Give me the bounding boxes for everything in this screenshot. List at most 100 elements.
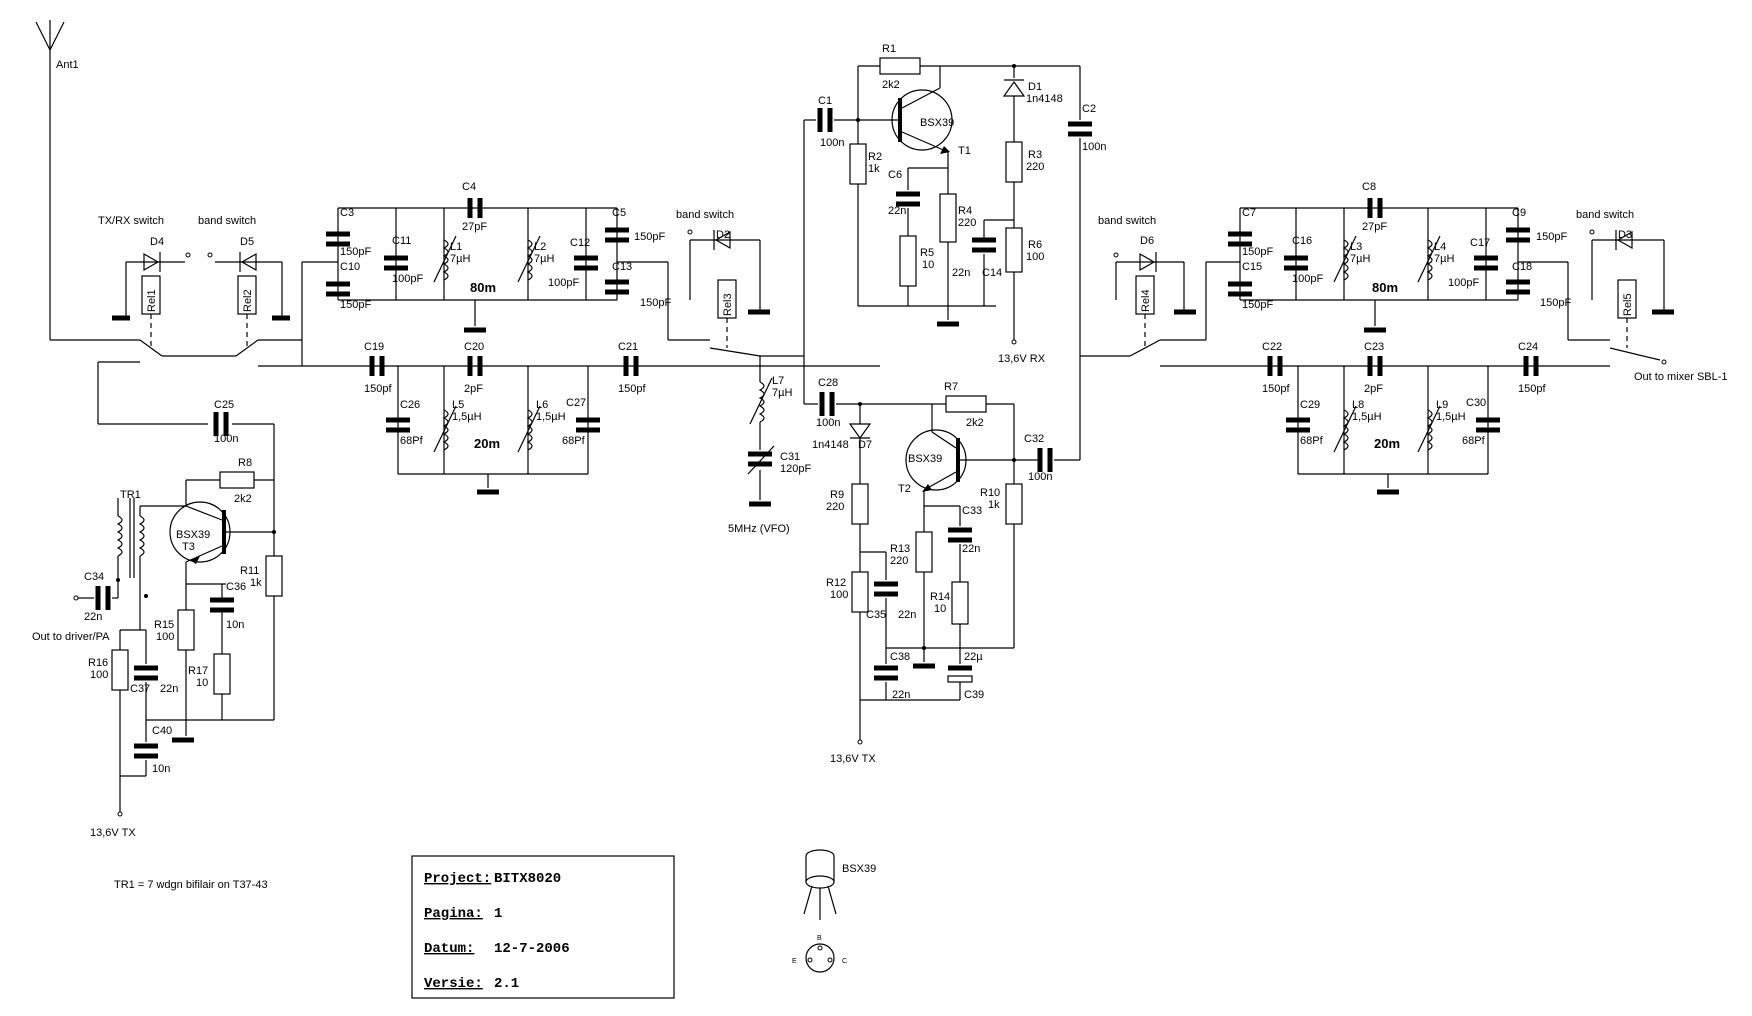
label-l2: L2: [534, 241, 546, 253]
value-c26: 68Pf: [400, 435, 424, 447]
label-supply-rx: 13,6V RX: [998, 353, 1046, 365]
label-out-driver: Out to driver/PA: [32, 631, 110, 643]
value-c20: 2pF: [464, 383, 483, 395]
value-r13: 220: [890, 555, 908, 567]
label-r10: R10: [980, 487, 1000, 499]
value-r2: 1k: [868, 163, 880, 175]
value-c13: 150pF: [640, 297, 671, 309]
label-c4: C4: [462, 181, 476, 193]
value-c40: 10n: [152, 763, 170, 775]
label-c21: C21: [618, 341, 638, 353]
value-c6: 22n: [888, 205, 906, 217]
value-t2: BSX39: [908, 453, 942, 465]
label-txrx-switch: TX/RX switch: [98, 215, 164, 227]
label-c22: C22: [1262, 341, 1282, 353]
value-c36: 10n: [226, 619, 244, 631]
label-c25: C25: [214, 399, 234, 411]
value-r11: 1k: [250, 577, 262, 589]
value-c33: 22n: [962, 543, 980, 555]
label-c20: C20: [464, 341, 484, 353]
value-r16: 100: [90, 669, 108, 681]
value-c14: 22n: [952, 267, 970, 279]
value-c19: 150pf: [364, 383, 392, 395]
value-r17: 10: [196, 677, 208, 689]
title-project-value: BITX8020: [494, 871, 561, 887]
label-r11: R11: [240, 565, 259, 577]
label-c35: C35: [866, 609, 886, 621]
label-r6: R6: [1028, 239, 1042, 251]
label-l5: L5: [452, 399, 464, 411]
vfo-tank: [747, 356, 775, 507]
label-80m-right: 80m: [1372, 280, 1398, 295]
label-t1: T1: [958, 145, 971, 157]
value-l7: 7µH: [772, 387, 792, 399]
label-l1: L1: [450, 241, 462, 253]
value-c8: 27pF: [1362, 221, 1387, 233]
value-c37: 22n: [160, 683, 178, 695]
label-tr1: TR1: [120, 489, 141, 501]
label-c37: C37: [130, 683, 150, 695]
value-l6: 1,5µH: [536, 411, 566, 423]
value-r10: 1k: [988, 499, 1000, 511]
label-20m-right: 20m: [1374, 436, 1400, 451]
label-d5: D5: [240, 236, 254, 248]
value-c2: 100n: [1082, 141, 1106, 153]
label-c19: C19: [364, 341, 384, 353]
label-c32: C32: [1024, 433, 1044, 445]
label-c5: C5: [612, 207, 626, 219]
value-l1: 7µH: [450, 253, 470, 265]
label-r15: R15: [154, 619, 174, 631]
label-c6: C6: [888, 169, 902, 181]
value-c3: 150pF: [340, 246, 371, 258]
label-c18: C18: [1512, 261, 1532, 273]
filter-80m-right: [1228, 198, 1530, 333]
value-c11: 100pF: [392, 273, 423, 285]
label-l6: L6: [536, 399, 548, 411]
label-band-switch-1: band switch: [198, 215, 256, 227]
label-r7: R7: [944, 381, 958, 393]
label-c11: C11: [392, 235, 411, 247]
title-page-label: Pagina:: [424, 906, 483, 922]
label-l4: L4: [1434, 241, 1446, 253]
value-d7: 1n4148: [812, 439, 849, 451]
label-pin-e: E: [792, 958, 797, 965]
label-c38: C38: [890, 651, 910, 663]
label-vfo: 5MHz (VFO): [728, 523, 790, 535]
value-l2: 7µH: [534, 253, 554, 265]
value-c39: 22µ: [964, 651, 983, 663]
title-date-value: 12-7-2006: [494, 941, 570, 957]
title-version-value: 2.1: [494, 976, 519, 992]
diode-d2: [687, 229, 761, 310]
label-r9: R9: [830, 489, 844, 501]
value-r6: 100: [1026, 251, 1044, 263]
label-d4: D4: [150, 236, 164, 248]
label-r2: R2: [868, 151, 882, 163]
label-c13: C13: [612, 261, 632, 273]
label-out-mixer: Out to mixer SBL-1: [1634, 371, 1728, 383]
value-c16: 100pF: [1292, 273, 1323, 285]
label-c16: C16: [1292, 235, 1312, 247]
value-c1: 100n: [820, 137, 844, 149]
value-c31: 120pF: [780, 463, 811, 475]
label-c10: C10: [340, 261, 360, 273]
label-c23: C23: [1364, 341, 1384, 353]
label-c1: C1: [818, 95, 832, 107]
value-r4: 220: [958, 217, 976, 229]
label-r12: R12: [826, 577, 846, 589]
value-r12: 100: [830, 589, 848, 601]
label-r16: R16: [88, 657, 108, 669]
value-c21: 150pf: [618, 383, 646, 395]
label-pin-b: B: [817, 935, 822, 942]
label-t2: T2: [898, 483, 911, 495]
title-block: [411, 855, 675, 999]
label-rel3: Rel3: [722, 293, 734, 316]
filter-80m-left: [326, 198, 629, 333]
value-c27: 68Pf: [562, 435, 586, 447]
value-c35: 22n: [898, 609, 916, 621]
value-c17: 100pF: [1448, 277, 1479, 289]
label-supply-tx-2: 13,6V TX: [830, 753, 876, 765]
diode-d5: [207, 252, 283, 318]
value-l4: 7µH: [1434, 253, 1454, 265]
label-r17: R17: [188, 665, 208, 677]
